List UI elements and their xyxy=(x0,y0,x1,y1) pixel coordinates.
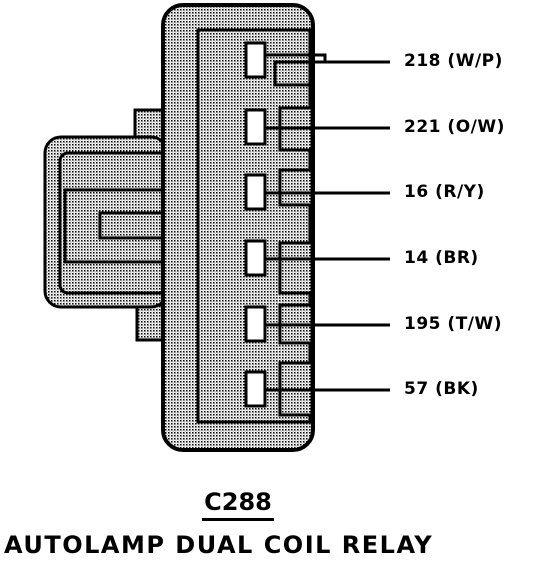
pin-wire-color: (T/W) xyxy=(447,314,503,334)
pin-wire-color: (BR) xyxy=(435,248,479,268)
connector-name: AUTOLAMP DUAL COIL RELAY xyxy=(4,531,434,559)
pin-wire-color: (BK) xyxy=(435,379,479,399)
pin-cavity-1 xyxy=(244,41,267,79)
pin-cavity-4 xyxy=(244,239,267,277)
pin-circuit: 218 xyxy=(404,51,441,71)
pin-cavity-3 xyxy=(244,173,267,211)
pin-wire-color: (W/P) xyxy=(447,51,503,71)
connector-id-text: C288 xyxy=(202,488,274,521)
pin-circuit: 16 xyxy=(404,182,429,202)
pin-cavity-2 xyxy=(244,108,267,146)
pin-circuit: 57 xyxy=(404,379,429,399)
pin-label-3: 16 (R/Y) xyxy=(404,184,485,201)
pin-wiring xyxy=(265,53,390,417)
pin-circuit: 221 xyxy=(404,117,441,137)
connector-id: C288 xyxy=(0,488,476,521)
pin-wire-color: (O/W) xyxy=(447,117,505,137)
pin-cavity-6 xyxy=(244,370,267,408)
pin-label-4: 14 (BR) xyxy=(404,250,479,267)
pin-wire-color: (R/Y) xyxy=(435,182,485,202)
pin-cavity-5 xyxy=(244,305,267,343)
pin-circuit: 195 xyxy=(404,314,441,334)
pin-label-6: 57 (BK) xyxy=(404,381,479,398)
pin-label-1: 218 (W/P) xyxy=(404,53,503,70)
connector-face xyxy=(196,28,312,424)
pin-label-5: 195 (T/W) xyxy=(404,316,502,333)
pin-label-2: 221 (O/W) xyxy=(404,119,505,136)
pin-circuit: 14 xyxy=(404,248,429,268)
